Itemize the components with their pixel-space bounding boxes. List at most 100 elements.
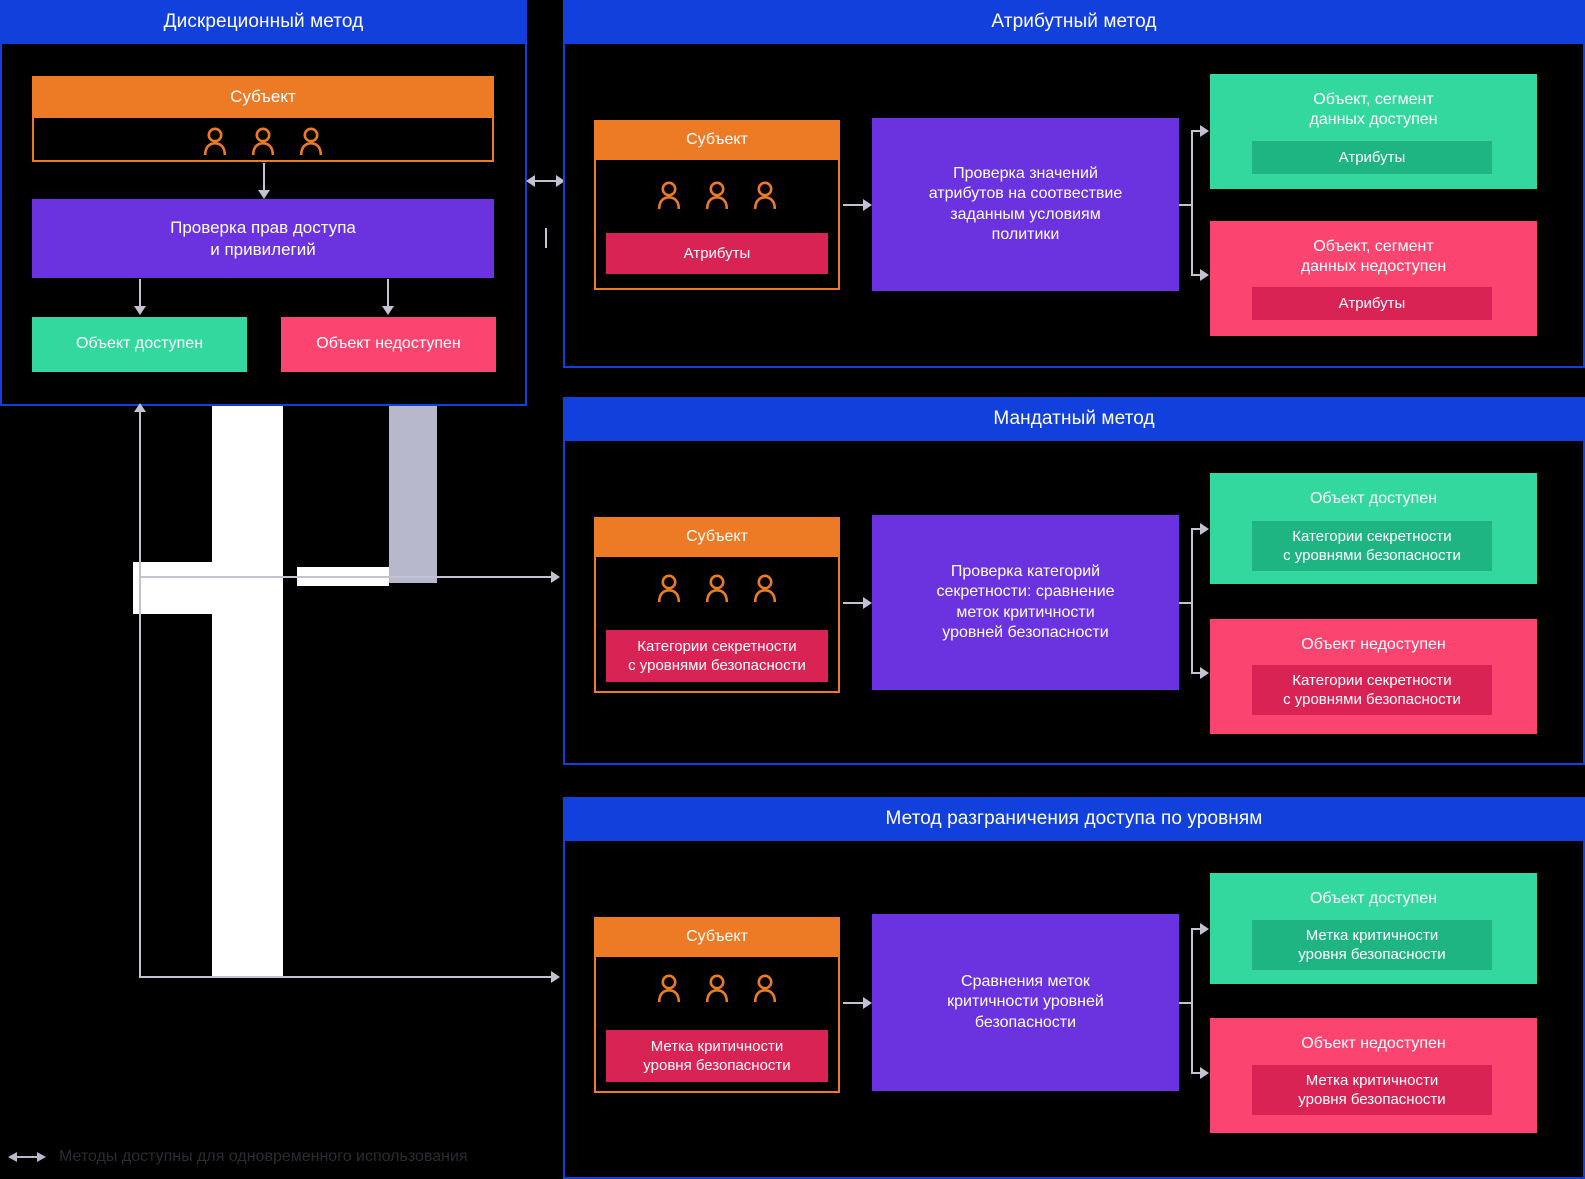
- panels-link-line: [534, 180, 558, 182]
- levels-allowed-tag: Метка критичности уровня безопасности: [1252, 920, 1492, 970]
- levels-check-line3: безопасности: [974, 1013, 1077, 1031]
- levels-denied-tag-line1: Метка критичности: [1305, 1071, 1439, 1089]
- arrow-head-down-icon: [134, 306, 146, 315]
- discretionary-subject-header: Субъект: [32, 76, 494, 118]
- levels-branch-allowed: [1191, 928, 1203, 930]
- tree-branch-levels: [139, 976, 553, 978]
- mandatory-allowed-label: Объект доступен: [1309, 490, 1438, 507]
- mandatory-allowed-tag: Категории секретности с уровнями безопас…: [1252, 521, 1492, 571]
- panel-levels-header: Метод разграничения доступа по уровням: [563, 797, 1585, 841]
- mandatory-check-line3: меток критичности: [956, 603, 1095, 621]
- panel-discretionary-title: Дискреционный метод: [163, 11, 364, 32]
- attribute-subject-label: Субъект: [686, 130, 748, 148]
- person-icon: [203, 127, 227, 156]
- mandatory-branch-denied: [1191, 672, 1203, 674]
- levels-allowed-label: Объект доступен: [1309, 890, 1438, 907]
- discretionary-check-line1: Проверка прав доступа: [170, 217, 356, 237]
- panel-attribute-title: Атрибутный метод: [991, 11, 1157, 32]
- levels-check-line2: критичности уровней: [947, 993, 1104, 1011]
- mandatory-denied-tag-line1: Категории секретности: [1292, 671, 1452, 689]
- levels-denied-tag: Метка критичности уровня безопасности: [1252, 1065, 1492, 1115]
- attribute-connector-subject-check: [843, 204, 865, 206]
- attribute-subject-tag: Атрибуты: [606, 233, 828, 274]
- discretionary-people-icons: [34, 126, 492, 156]
- attribute-denied-line2: данных недоступен: [1300, 258, 1447, 276]
- levels-people-icons: [596, 973, 838, 1003]
- panels-link-tick: [545, 228, 547, 248]
- attribute-check-line2: атрибутов на соотвествие: [928, 185, 1123, 203]
- arrow-head-right-icon: [1200, 269, 1209, 281]
- attribute-allowed-tag: Атрибуты: [1252, 141, 1492, 174]
- levels-subject-tag-line2: уровня безопасности: [643, 1057, 791, 1074]
- discretionary-allowed-block: Объект доступен: [32, 317, 247, 372]
- levels-branch-stub: [1179, 1002, 1192, 1004]
- arrow-head-right-icon: [1200, 523, 1209, 535]
- arrow-head-down-icon: [382, 306, 394, 315]
- discretionary-connector-subject-check: [263, 163, 265, 192]
- mandatory-check-line4: уровней безопасности: [942, 623, 1109, 641]
- discretionary-check-block: Проверка прав доступа и привилегий: [32, 199, 494, 278]
- attribute-people-icons: [596, 180, 838, 210]
- arrow-head-right-icon: [1200, 125, 1209, 137]
- person-icon: [753, 974, 777, 1003]
- person-icon: [705, 574, 729, 603]
- mandatory-check-block: Проверка категорий секретности: сравнени…: [872, 515, 1179, 690]
- attribute-subject-tag-label: Атрибуты: [683, 244, 751, 262]
- attribute-branch-stub: [1179, 204, 1192, 206]
- discretionary-check-line2: и привилегий: [210, 239, 316, 259]
- levels-allowed-tag-line1: Метка критичности: [1305, 926, 1439, 944]
- legend: Методы доступны для одновременного испол…: [8, 1148, 468, 1166]
- mandatory-subject-tag-line2: с уровнями безопасности: [628, 657, 806, 674]
- discretionary-subject-label: Субъект: [230, 87, 296, 107]
- levels-branch-denied: [1191, 1072, 1203, 1074]
- tree-spine-vertical: [139, 410, 141, 978]
- mandatory-subject-tag-line1: Категории секретности: [637, 637, 797, 655]
- attribute-branch-allowed: [1191, 130, 1203, 132]
- attribute-check-block: Проверка значений атрибутов на соотвеств…: [872, 118, 1179, 291]
- panel-discretionary-header: Дискреционный метод: [0, 0, 527, 44]
- attribute-check-line1: Проверка значений: [953, 164, 1098, 182]
- attribute-branch-denied: [1191, 274, 1203, 276]
- mandatory-denied-label: Объект недоступен: [1301, 636, 1446, 653]
- mandatory-denied-tag: Категории секретности с уровнями безопас…: [1252, 665, 1492, 715]
- discretionary-subject-body: [32, 118, 494, 162]
- levels-subject-label: Субъект: [686, 927, 748, 945]
- person-icon: [705, 974, 729, 1003]
- panel-levels-title: Метод разграничения доступа по уровням: [885, 808, 1263, 829]
- attribute-allowed-line1: Объект, сегмент: [1313, 91, 1434, 108]
- arrow-head-right-icon: [863, 199, 872, 211]
- mandatory-people-icons: [596, 573, 838, 603]
- artifact-rect-vertical: [212, 406, 283, 978]
- attribute-check-line3: заданным условиям: [950, 205, 1101, 223]
- mandatory-connector-subject-check: [843, 602, 865, 604]
- levels-allowed-tag-line2: уровня безопасности: [1298, 946, 1446, 963]
- attribute-branch-spine: [1191, 130, 1193, 276]
- levels-subject-tag-line1: Метка критичности: [650, 1037, 784, 1055]
- arrow-head-up-icon: [134, 403, 146, 412]
- levels-subject-tag: Метка критичности уровня безопасности: [606, 1030, 828, 1082]
- legend-text: Методы доступны для одновременного испол…: [59, 1148, 468, 1165]
- levels-connector-subject-check: [843, 1002, 865, 1004]
- person-icon: [753, 181, 777, 210]
- panel-attribute-header: Атрибутный метод: [563, 0, 1585, 44]
- arrow-head-right-icon: [551, 571, 560, 583]
- levels-branch-spine: [1191, 928, 1193, 1074]
- mandatory-branch-stub: [1179, 602, 1192, 604]
- mandatory-subject-tag: Категории секретности с уровнями безопас…: [606, 630, 828, 682]
- tree-branch-mandatory: [139, 576, 553, 578]
- person-icon: [753, 574, 777, 603]
- attribute-check-line4: политики: [991, 225, 1060, 243]
- levels-denied-label: Объект недоступен: [1301, 1035, 1446, 1052]
- person-icon: [299, 127, 323, 156]
- arrow-head-down-icon: [258, 190, 270, 199]
- mandatory-branch-allowed: [1191, 528, 1203, 530]
- person-icon: [251, 127, 275, 156]
- levels-check-line1: Сравнения меток: [961, 972, 1090, 990]
- double-arrow-horizontal-icon: [8, 1152, 46, 1162]
- panel-mandatory-header: Мандатный метод: [563, 397, 1585, 441]
- arrow-head-right-icon: [863, 997, 872, 1009]
- levels-denied-tag-line2: уровня безопасности: [1298, 1091, 1446, 1108]
- mandatory-denied-tag-line2: с уровнями безопасности: [1283, 691, 1461, 708]
- arrow-head-right-icon: [863, 597, 872, 609]
- discretionary-connector-allowed: [139, 279, 141, 308]
